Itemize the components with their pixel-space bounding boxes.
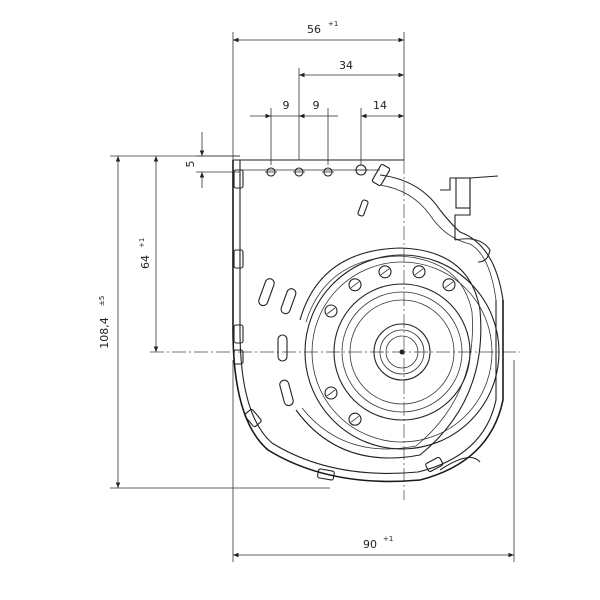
dim-108-tolerance: ±5 (98, 296, 106, 306)
dim-90-tolerance: +1 (383, 535, 393, 543)
bolt-hole (412, 265, 426, 279)
dim-14-value: 14 (373, 99, 387, 112)
bolt-hole-mark (380, 268, 390, 276)
bolt-hole (348, 278, 362, 292)
dim-9a-value: 9 (283, 99, 290, 112)
dim-90-value: 90 (363, 538, 377, 551)
dim-56-tolerance: +1 (328, 20, 338, 28)
bolt-hole-mark (326, 307, 336, 315)
bolt-hole (324, 304, 338, 318)
center-lines (150, 160, 520, 500)
dim-9b-value: 9 (313, 99, 320, 112)
bolt-hole-mark (326, 389, 336, 397)
bolt-hole (378, 265, 392, 279)
dim-64-value: 64 (139, 255, 152, 269)
dimension-5: 5 (184, 132, 240, 188)
dim-64-tolerance: +1 (138, 238, 146, 248)
dimension-108: 108,4 ±5 (98, 155, 330, 489)
dimension-90: 90 +1 (232, 360, 515, 562)
blower-housing (232, 159, 504, 483)
dim-5-value: 5 (184, 161, 197, 168)
bolt-hole-mark (444, 281, 454, 289)
bolt-hole-mark (414, 268, 424, 276)
bolt-hole (442, 278, 456, 292)
bolt-hole (348, 412, 362, 426)
bolt-ring (324, 265, 456, 426)
bolt-hole-mark (350, 281, 360, 289)
dim-34-value: 34 (339, 59, 353, 72)
mounting-holes (265, 164, 368, 177)
dim-108-value: 108,4 (98, 317, 111, 349)
motor-hub (304, 254, 500, 450)
dimension-9-9-14: 9 9 14 (250, 99, 404, 165)
dimension-56: 56 +1 (232, 20, 405, 160)
bolt-hole-mark (350, 415, 360, 423)
dimension-34: 34 (298, 59, 404, 160)
dimension-64: 64 +1 (138, 156, 159, 352)
bolt-hole (324, 386, 338, 400)
dim-56-value: 56 (307, 23, 321, 36)
